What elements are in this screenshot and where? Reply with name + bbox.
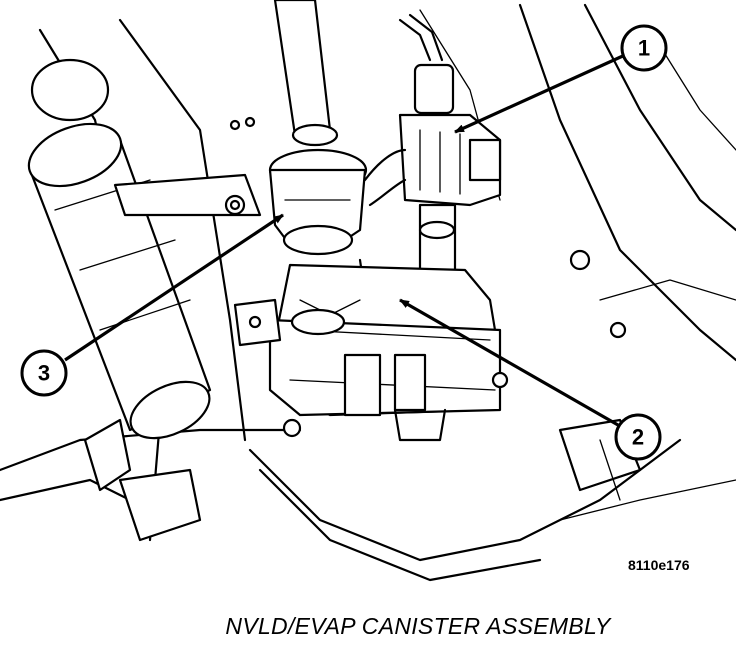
callout-2-number: 2 xyxy=(632,425,644,450)
mounting-bracket xyxy=(113,173,627,339)
callout-3: 3 xyxy=(20,349,68,397)
callout-1-number: 1 xyxy=(638,36,650,61)
callout-2: 2 xyxy=(614,413,662,461)
leader-2 xyxy=(399,298,619,427)
evap-canister xyxy=(233,263,509,442)
leader-3 xyxy=(64,213,284,362)
vent-hose xyxy=(268,0,368,256)
callout-3-number: 3 xyxy=(38,361,50,386)
callout-1: 1 xyxy=(620,24,668,72)
figure-id-label: 8110e176 xyxy=(628,557,690,573)
exhaust-tube xyxy=(27,58,212,440)
figure-caption: NVLD/EVAP CANISTER ASSEMBLY xyxy=(225,613,611,639)
frame-rails xyxy=(0,3,736,582)
callout-leaders xyxy=(64,53,626,427)
leader-1 xyxy=(454,53,626,134)
